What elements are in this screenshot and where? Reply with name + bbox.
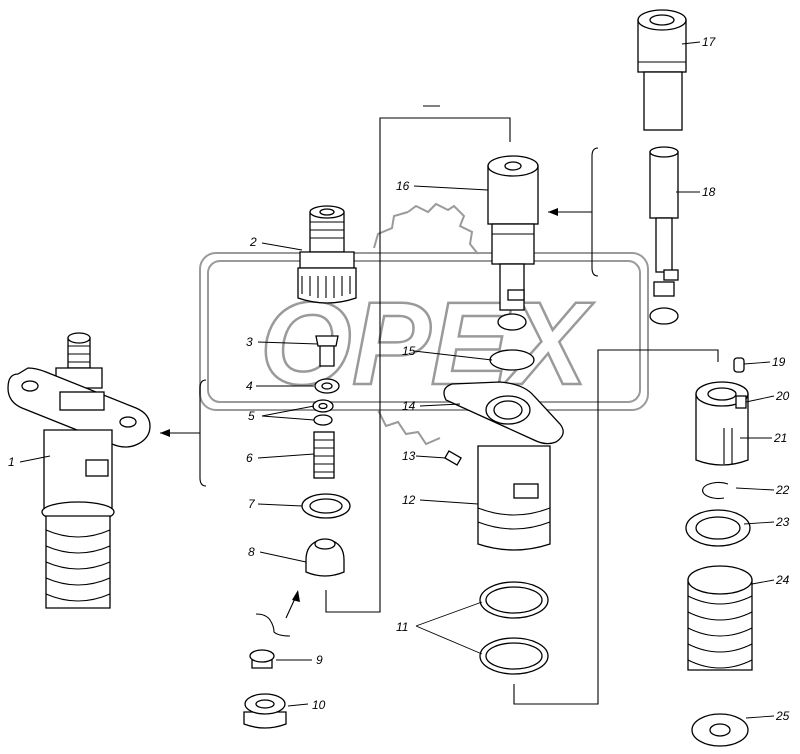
flow-lines	[160, 105, 719, 705]
part-2-delivery-valve-holder	[297, 205, 357, 304]
part-23-spring-seat	[685, 509, 751, 547]
callout-1: 1	[8, 455, 15, 469]
callout-16: 16	[396, 179, 410, 193]
callout-11: 11	[396, 620, 408, 634]
part-10-nut	[243, 693, 287, 729]
part-8-stop	[305, 538, 345, 577]
part-22-circlip	[702, 481, 729, 500]
part-1-pump-element	[7, 332, 151, 609]
part-6-spring	[313, 431, 335, 479]
part-12-pump-housing	[477, 445, 551, 551]
callout-labels: 1 2 3 4 5 6 7 8 9 10 11 12 13 14 15 16 1…	[8, 35, 790, 723]
watermark: OPEX	[199, 202, 649, 446]
callout-6: 6	[246, 451, 253, 465]
callout-19: 19	[772, 355, 786, 369]
callout-21: 21	[773, 431, 787, 445]
callout-2: 2	[249, 235, 257, 249]
part-25-lower-seat	[691, 713, 749, 747]
part-20-21-control-sleeve	[695, 381, 749, 466]
part-17-sleeve	[637, 9, 687, 131]
callout-8: 8	[248, 545, 255, 559]
callout-14: 14	[402, 399, 416, 413]
callout-10: 10	[312, 698, 326, 712]
callout-12: 12	[402, 493, 416, 507]
callout-7: 7	[248, 497, 256, 511]
callout-13: 13	[402, 449, 416, 463]
part-16-plunger-barrel	[487, 155, 539, 331]
part-19-pin	[733, 357, 745, 373]
callout-24: 24	[775, 573, 790, 587]
callout-9: 9	[316, 653, 323, 667]
callout-15: 15	[402, 344, 416, 358]
callout-3: 3	[246, 335, 253, 349]
callout-22: 22	[775, 483, 790, 497]
part-24-spring	[687, 565, 753, 671]
part-15-seal	[489, 349, 535, 371]
callout-17: 17	[702, 35, 717, 49]
part-5-rings	[312, 399, 334, 426]
callout-5: 5	[248, 409, 255, 423]
callout-20: 20	[775, 389, 790, 403]
part-3-valve	[315, 335, 339, 367]
part-14-flange	[443, 381, 564, 445]
callout-4: 4	[246, 379, 253, 393]
leader-lines	[19, 41, 775, 719]
callout-23: 23	[775, 515, 790, 529]
part-11-o-rings	[479, 581, 549, 675]
part-9-plug	[249, 649, 275, 669]
callout-25: 25	[775, 709, 790, 723]
part-4-washer	[314, 378, 340, 394]
part-7-seal-ring	[301, 493, 351, 519]
callout-18: 18	[702, 185, 716, 199]
part-13-pin	[444, 450, 462, 466]
part-18-plunger	[649, 146, 679, 325]
